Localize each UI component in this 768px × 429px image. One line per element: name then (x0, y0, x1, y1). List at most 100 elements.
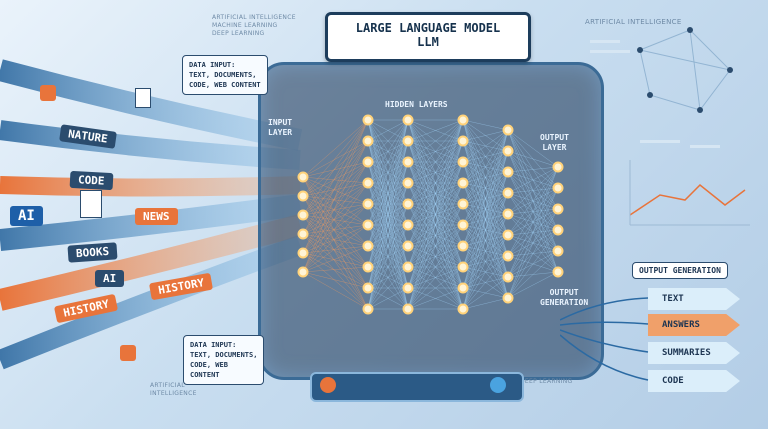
network-connection (507, 166, 559, 278)
network-connection (407, 182, 464, 310)
output-flow-lines (560, 297, 649, 381)
network-node (552, 224, 564, 236)
network-connection (302, 119, 369, 178)
network-connection (302, 271, 369, 289)
network-connection (367, 182, 409, 310)
network-connection (302, 176, 369, 184)
network-connection (302, 233, 369, 247)
page-subtitle: LLM (417, 35, 439, 49)
network-connection (407, 245, 464, 310)
network-connection (367, 266, 409, 310)
network-connection (462, 255, 509, 310)
network-connection (302, 119, 369, 235)
network-connection (302, 233, 369, 289)
network-connection (462, 297, 509, 310)
network-connection (302, 214, 369, 247)
network-connection (507, 187, 559, 299)
network-connection (302, 161, 369, 178)
translate-icon (120, 345, 136, 361)
network-connection (302, 119, 369, 197)
network-connection (367, 119, 409, 310)
network-node (457, 156, 469, 168)
network-node (502, 187, 514, 199)
network-connection (367, 161, 409, 310)
network-connection (302, 214, 369, 289)
network-connection (367, 119, 409, 268)
control-bar (310, 372, 524, 402)
network-connection (462, 129, 509, 142)
network-connection (302, 176, 369, 268)
network-connection (302, 203, 369, 254)
network-connection (407, 224, 464, 310)
network-node (362, 198, 374, 210)
network-connection (407, 119, 464, 247)
network-node (402, 219, 414, 231)
network-node (502, 271, 514, 283)
network-connection (302, 140, 369, 235)
network-connection (407, 119, 464, 310)
network-connection (507, 150, 559, 168)
network-connection (302, 214, 369, 226)
data-input-note-top: DATA INPUT: TEXT, DOCUMENTS, CODE, WEB C… (182, 55, 268, 95)
network-node (362, 219, 374, 231)
network-connection (302, 195, 369, 205)
network-node (402, 240, 414, 252)
network-connection (302, 245, 369, 273)
network-connection (462, 150, 509, 310)
network-node (502, 229, 514, 241)
network-node (502, 166, 514, 178)
title-box: LARGE LANGUAGE MODEL LLM (325, 12, 531, 62)
network-node (552, 266, 564, 278)
network-node (362, 177, 374, 189)
network-node (552, 161, 564, 173)
network-node (362, 303, 374, 315)
network-connection (507, 166, 559, 299)
output-summaries: SUMMARIES (648, 342, 740, 364)
network-connection (302, 245, 369, 254)
network-node (457, 303, 469, 315)
network-connection (407, 203, 464, 310)
network-node (402, 114, 414, 126)
network-connection (302, 140, 369, 178)
network-connection (302, 271, 369, 310)
network-node (457, 114, 469, 126)
network-connection (367, 119, 409, 289)
network-connection (367, 245, 409, 310)
network-connection (407, 266, 464, 310)
network-node (402, 135, 414, 147)
stream-label-news: NEWS (135, 208, 178, 225)
network-connection (507, 166, 559, 257)
network-connection (302, 214, 369, 268)
network-connection (302, 119, 369, 254)
network-connection (407, 119, 464, 226)
network-connection (302, 195, 369, 289)
network-connection (507, 166, 559, 215)
caption-bottom-right: DEEP LEARNING (520, 378, 573, 385)
play-icon[interactable] (320, 377, 336, 393)
network-connection (462, 129, 509, 184)
network-connection (507, 229, 559, 299)
network-connection (302, 252, 369, 289)
network-node (457, 177, 469, 189)
page-title: LARGE LANGUAGE MODEL (355, 21, 501, 35)
network-connection (407, 287, 464, 310)
document-icon (135, 88, 151, 108)
network-connection (302, 195, 369, 268)
stream-label-books: BOOKS (67, 242, 118, 263)
network-connection (302, 182, 369, 273)
network-node (457, 282, 469, 294)
network-node (502, 124, 514, 136)
network-connection (507, 166, 559, 236)
network-connection (302, 161, 369, 197)
output-generation-title: OUTPUT GENERATION (632, 262, 728, 279)
network-node (297, 266, 309, 278)
network-connection (462, 171, 509, 310)
network-connection (462, 234, 509, 310)
network-connection (302, 224, 369, 235)
network-connection (302, 140, 369, 197)
network-node (502, 208, 514, 220)
settings-icon[interactable] (490, 377, 506, 393)
network-connection (367, 119, 409, 184)
